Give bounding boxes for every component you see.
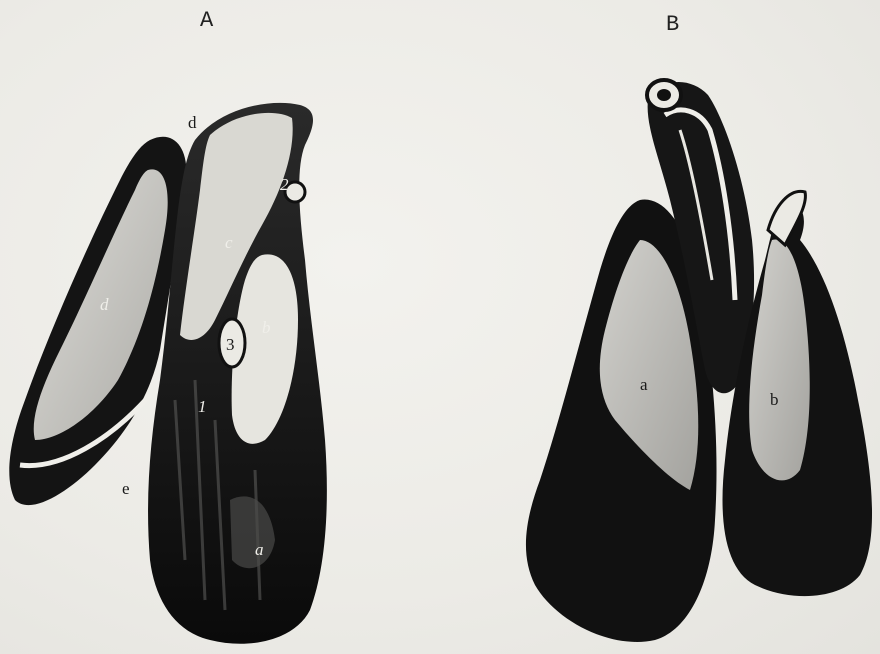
label-a-1: 1 [198, 397, 207, 416]
figure-b [526, 80, 872, 642]
label-b-b: b [770, 390, 779, 409]
label-a-2: 2 [280, 175, 289, 194]
panel-label-b: B [666, 12, 679, 37]
label-a-a: a [255, 540, 264, 559]
label-a-b: b [262, 318, 271, 337]
label-a-e: e [122, 479, 130, 498]
label-a-3: 3 [226, 335, 235, 354]
label-a-d: d [100, 295, 109, 314]
panel-label-a: A [200, 8, 213, 33]
label-a-c: c [225, 233, 233, 252]
label-b-a: a [640, 375, 648, 394]
label-a-d-top: d [188, 113, 197, 132]
